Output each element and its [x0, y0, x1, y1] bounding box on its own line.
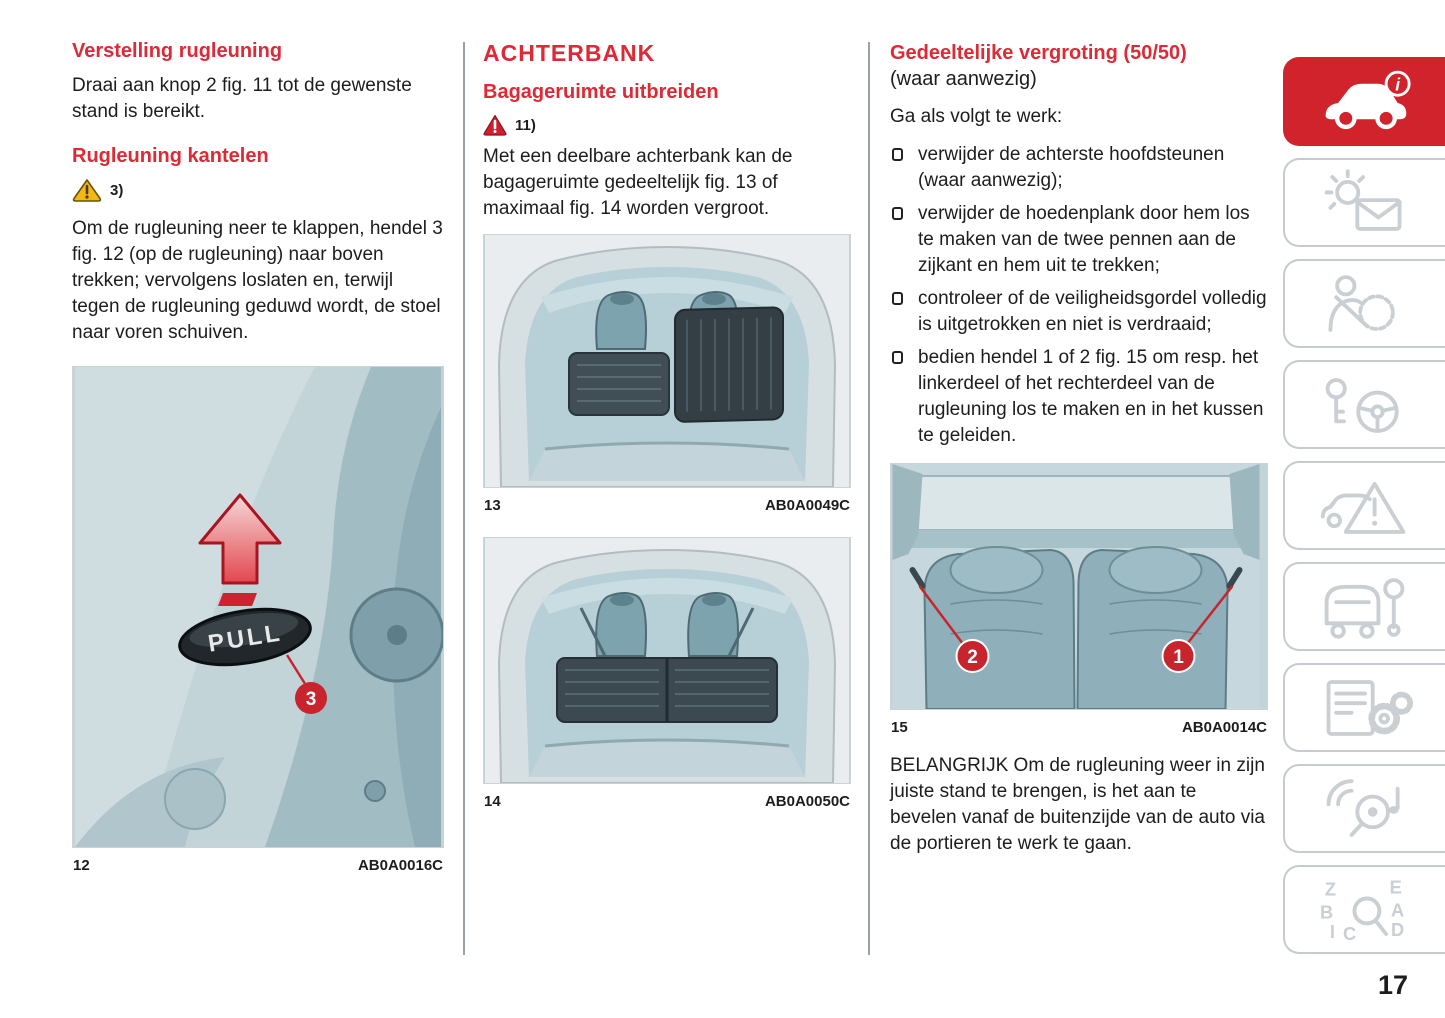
figure-13-block: 13 AB0A0049C [483, 234, 851, 515]
index-letter: B [1320, 901, 1333, 922]
square-bullet-icon [892, 351, 903, 364]
caution-row: 3) [72, 178, 444, 202]
section-tab-bar: i [1283, 57, 1445, 954]
figure-14-caption: 14 AB0A0050C [484, 793, 850, 811]
figure-15-caption: 15 AB0A0014C [891, 719, 1267, 737]
procedure-list: verwijder de achterste hoofdsteunen (waa… [890, 142, 1268, 449]
heading-note-part: (waar aanwezig) [890, 68, 1037, 90]
list-item: verwijder de hoedenplank door hem los te… [890, 201, 1268, 279]
seat-lever-illustration: PULL 3 [75, 367, 445, 847]
para-achterbank: Met een deelbare achterbank kan de bagag… [483, 146, 793, 219]
list-item: verwijder de achterste hoofdsteunen (waa… [890, 142, 1268, 194]
figure-14-number: 14 [484, 793, 501, 810]
important-note: BELANGRIJK Om de rugleuning weer in zijn… [890, 755, 1265, 854]
warning-row: 11) [483, 114, 851, 136]
rear-seat-partial-fold-illustration [485, 235, 849, 488]
para-rugleuning-kantelen: Om de rugleuning neer te klappen, hendel… [72, 218, 443, 343]
figure-13-image [483, 234, 851, 488]
square-bullet-icon [892, 148, 903, 161]
callout-3-circle [295, 682, 327, 714]
index-letter: Z [1325, 878, 1336, 899]
multimedia-navigation-icon [1326, 778, 1400, 837]
svg-text:i: i [1395, 74, 1401, 94]
square-bullet-icon [892, 207, 903, 220]
tab-service-maintenance[interactable] [1283, 562, 1445, 651]
list-item-text: verwijder de achterste hoofdsteunen (waa… [918, 144, 1225, 191]
list-item-text: verwijder de hoedenplank door hem los te… [918, 203, 1250, 276]
figure-14-code: AB0A0050C [764, 793, 850, 810]
heading-gedeeltelijke-vergroting: Gedeeltelijke vergroting (50/50) (waar a… [890, 40, 1268, 92]
heading-red-part: Gedeeltelijke vergroting (50/50) [890, 42, 1187, 64]
column-divider [868, 42, 870, 955]
tab-safety[interactable] [1283, 259, 1445, 348]
tab-emergency[interactable] [1283, 461, 1445, 550]
figure-15-image: 2 1 [890, 463, 1268, 710]
rear-seat-full-fold-illustration [485, 538, 849, 784]
figure-15-code: AB0A0014C [1181, 719, 1267, 736]
key-steering-wheel-icon [1325, 377, 1399, 433]
car-info-icon: i [1325, 70, 1411, 129]
right-column: Gedeeltelijke vergroting (50/50) (waar a… [890, 40, 1268, 877]
left-column: Verstelling rugleuning Draai aan knop 2 … [72, 40, 445, 875]
figure-12-number: 12 [73, 857, 90, 874]
dashboard-light-message-icon [1324, 168, 1402, 231]
page-number: 17 [1378, 970, 1409, 1000]
list-item-text: controleer of de veiligheidsgordel volle… [918, 288, 1267, 335]
figure-13-code: AB0A0049C [764, 497, 850, 514]
tab-vehicle-info[interactable]: i [1283, 57, 1445, 146]
callout-3-label: 3 [306, 689, 317, 710]
figure-14-block: 14 AB0A0050C [483, 537, 851, 811]
tab-dashboard-controls[interactable] [1283, 158, 1445, 247]
index-letter: C [1343, 922, 1356, 943]
callout-2-label: 2 [967, 647, 978, 668]
figure-12-block: PULL 3 12 AB0A0016C [72, 366, 445, 875]
tab-multimedia[interactable] [1283, 764, 1445, 853]
rear-seat-levers-illustration: 2 1 [892, 464, 1260, 710]
callout-1-label: 1 [1173, 647, 1184, 668]
technical-data-gears-icon [1326, 679, 1413, 736]
caution-ref: 3) [110, 181, 124, 199]
safety-seatbelt-icon [1328, 274, 1395, 332]
index-letter: A [1391, 899, 1404, 920]
emergency-triangle-icon [1320, 481, 1406, 534]
tab-alphabetical-index[interactable]: Z E B A I C D [1283, 865, 1445, 954]
index-letter: I [1330, 920, 1335, 941]
figure-15-block: 2 1 15 AB0A0014C [890, 463, 1268, 737]
list-item: bedien hendel 1 of 2 fig. 15 om resp. he… [890, 345, 1268, 449]
index-letter: D [1391, 918, 1404, 939]
figure-12-image: PULL 3 [72, 366, 445, 848]
warning-triangle-icon [483, 114, 507, 136]
figure-12-caption: 12 AB0A0016C [73, 857, 443, 875]
figure-15-number: 15 [891, 719, 908, 736]
figure-13-caption: 13 AB0A0049C [484, 497, 850, 515]
callout-2-circle [955, 639, 990, 673]
intro-text: Ga als volgt te werk: [890, 106, 1063, 127]
figure-14-image [483, 537, 851, 784]
alphabetical-index-icon: Z E B A I C D [1320, 876, 1404, 943]
caution-triangle-icon [72, 179, 102, 202]
tab-starting-driving[interactable] [1283, 360, 1445, 449]
figure-13-number: 13 [484, 497, 501, 514]
para-verstelling: Draai aan knop 2 fig. 11 tot de gewenste… [72, 75, 412, 122]
heading-rugleuning-kantelen: Rugleuning kantelen [72, 145, 269, 167]
warning-ref: 11) [515, 116, 536, 134]
middle-column: ACHTERBANK Bagageruimte uitbreiden 11) M… [483, 40, 851, 811]
column-divider [463, 42, 465, 955]
list-item-text: bedien hendel 1 of 2 fig. 15 om resp. he… [918, 347, 1264, 446]
index-letter: E [1390, 876, 1402, 897]
figure-12-code: AB0A0016C [357, 857, 443, 874]
heading-verstelling-rugleuning: Verstelling rugleuning [72, 40, 283, 62]
list-item: controleer of de veiligheidsgordel volle… [890, 286, 1268, 338]
heading-bagageruimte: Bagageruimte uitbreiden [483, 81, 719, 103]
car-wrench-service-icon [1324, 577, 1405, 639]
tab-technical-data[interactable] [1283, 663, 1445, 752]
square-bullet-icon [892, 292, 903, 305]
callout-1-circle [1161, 639, 1196, 673]
heading-achterbank: ACHTERBANK [483, 40, 656, 66]
